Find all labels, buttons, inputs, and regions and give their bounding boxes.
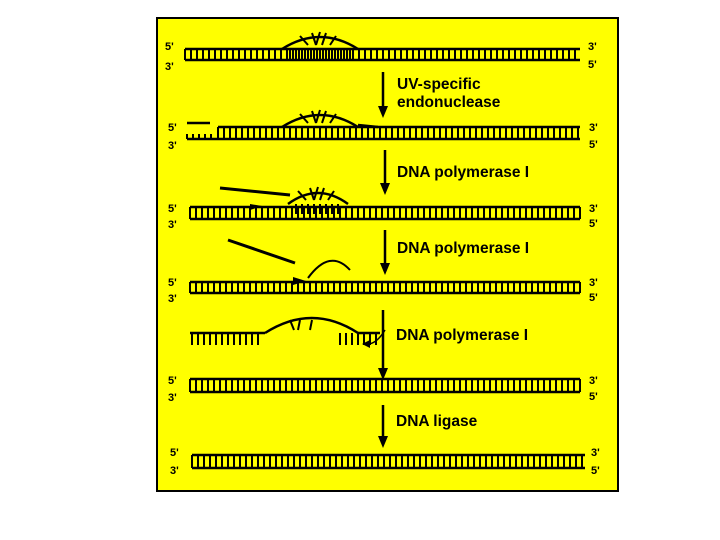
end-label-3prime: 3' — [168, 293, 177, 305]
step-arrow-head — [378, 106, 388, 118]
polymerase-arrow-head — [250, 204, 262, 210]
step-label: DNA ligase — [396, 413, 478, 430]
lesion-arc — [281, 113, 359, 129]
row-2-labels: 5' 3' 3' 5' — [168, 122, 598, 152]
arrows — [219, 72, 390, 448]
end-label-5prime: 5' — [589, 218, 598, 230]
end-label-5prime: 5' — [591, 465, 600, 477]
lesion-arc — [307, 259, 351, 279]
end-label-5prime: 5' — [588, 59, 597, 71]
end-label-3prime: 3' — [168, 392, 177, 404]
end-label-5prime: 5' — [168, 277, 177, 289]
end-label-3prime: 3' — [588, 41, 597, 53]
dimer-mark — [289, 319, 295, 331]
dimer-mark — [321, 32, 327, 46]
polymerase-arrow — [219, 186, 291, 197]
step-label: endonuclease — [397, 94, 501, 111]
dimer-mark — [329, 113, 337, 124]
row-6-labels: 5' 3' 3' 5' — [168, 375, 598, 404]
dimer-mark — [299, 113, 309, 124]
end-label-5prime: 5' — [168, 375, 177, 387]
end-label-3prime: 3' — [168, 219, 177, 231]
dimer-mark — [309, 319, 313, 331]
row-7-labels: 5' 3' 3' 5' — [170, 447, 600, 477]
dimer-mark — [315, 109, 321, 124]
end-label-3prime: 3' — [589, 375, 598, 387]
lesion-arc — [264, 316, 359, 335]
step-label: UV-specific — [397, 76, 481, 93]
dimer-mark — [297, 190, 307, 201]
polymerase-arrow — [227, 238, 296, 265]
end-label-3prime: 3' — [170, 465, 179, 477]
step-label: DNA polymerase I — [396, 327, 528, 344]
row-3-labels: 5' 3' 3' 5' — [168, 203, 598, 231]
step-label: DNA polymerase I — [397, 164, 529, 181]
diagram-panel: 5' 3' 3' 5' 5' 3' 3' 5' 5' 3' 3' 5' 5' 3… — [156, 17, 619, 492]
dimer-mark — [309, 187, 315, 201]
dimer-mark — [297, 319, 301, 331]
dimer-mark — [329, 35, 337, 46]
dimer-mark — [327, 190, 335, 201]
dimer-mark — [319, 187, 325, 201]
end-label-3prime: 3' — [589, 122, 598, 134]
polymerase-arrow-head — [293, 277, 306, 285]
dimer-mark — [311, 110, 317, 124]
dimer-mark — [315, 31, 321, 46]
strand-line — [357, 123, 379, 129]
end-label-5prime: 5' — [165, 41, 174, 53]
step-arrow-head — [380, 183, 390, 195]
panel-background — [156, 17, 619, 492]
dimer-mark — [321, 110, 327, 124]
end-label-3prime: 3' — [591, 447, 600, 459]
end-label-3prime: 3' — [589, 277, 598, 289]
dimer-mark — [311, 32, 317, 46]
step-arrow-head — [378, 368, 388, 380]
lesion-arc — [281, 35, 359, 51]
curved-arrow-head — [362, 340, 370, 348]
end-label-5prime: 5' — [168, 203, 177, 215]
end-label-3prime: 3' — [165, 61, 174, 73]
end-label-5prime: 5' — [168, 122, 177, 134]
end-label-5prime: 5' — [589, 139, 598, 151]
step-arrow-head — [378, 436, 388, 448]
end-label-5prime: 5' — [170, 447, 179, 459]
end-label-5prime: 5' — [589, 292, 598, 304]
lesion-arc — [287, 191, 349, 206]
step-arrow-head — [380, 263, 390, 275]
dna-strands — [184, 31, 585, 470]
end-label-3prime: 3' — [168, 140, 177, 152]
end-label-3prime: 3' — [589, 203, 598, 215]
row-1-labels: 5' 3' 3' 5' — [165, 41, 597, 73]
dimer-mark — [313, 186, 319, 201]
end-label-5prime: 5' — [589, 391, 598, 403]
row-4-labels: 5' 3' 3' 5' — [168, 277, 598, 305]
dimer-mark — [299, 35, 309, 46]
step-label: DNA polymerase I — [397, 240, 529, 257]
